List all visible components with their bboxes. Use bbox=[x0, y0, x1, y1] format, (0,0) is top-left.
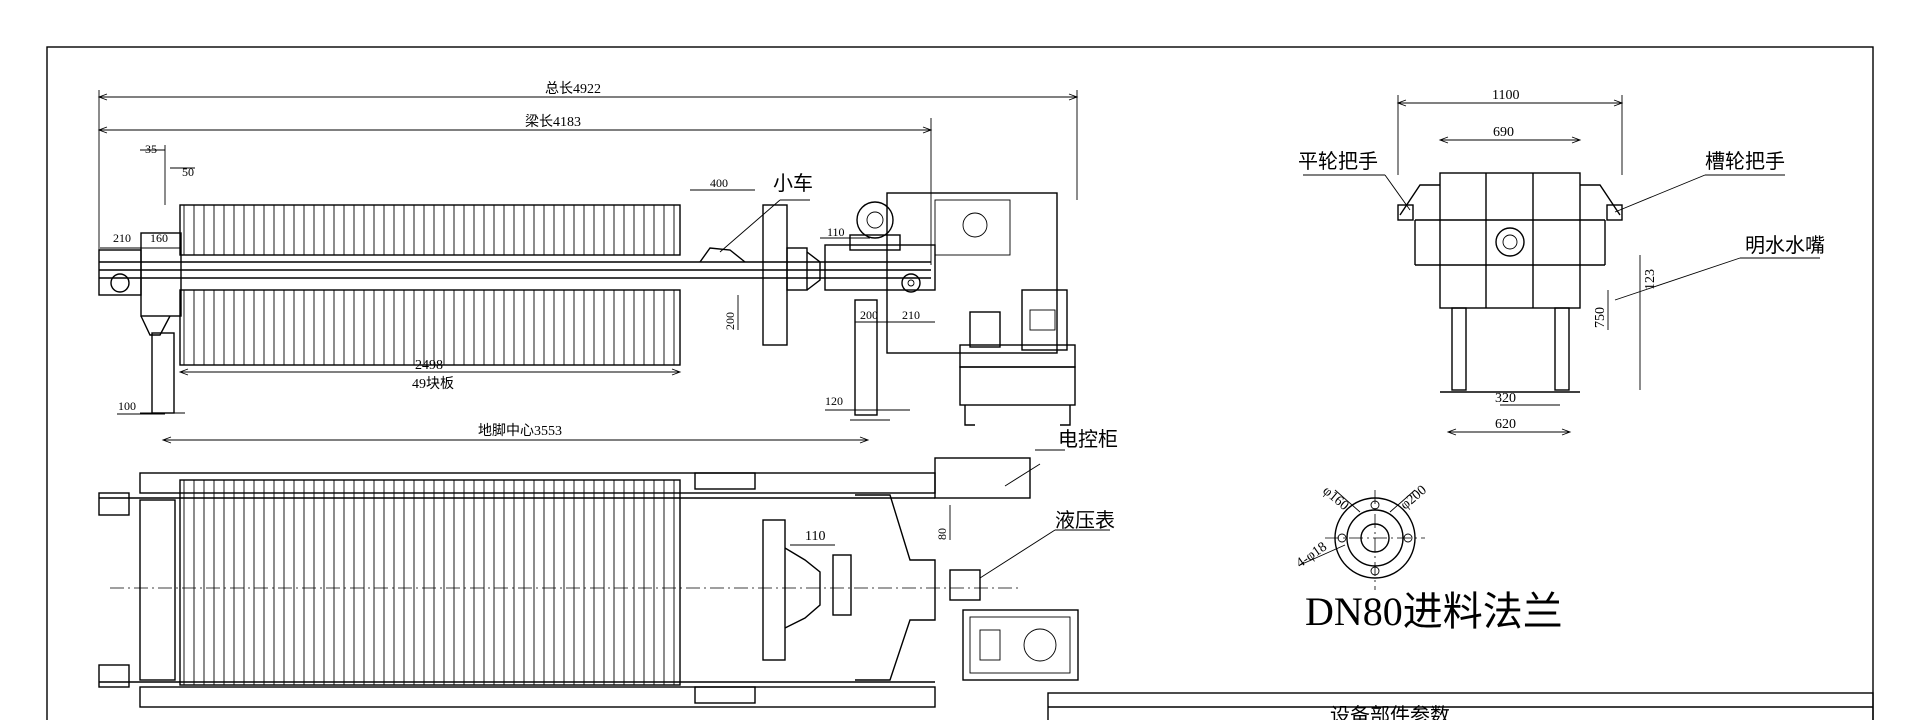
dim-holes: 4-φ18 bbox=[1294, 540, 1330, 572]
dim-80: 80 bbox=[935, 528, 949, 540]
drawing-frame bbox=[46, 46, 1874, 720]
dim-120: 120 bbox=[825, 394, 843, 408]
dim-1123: 123 bbox=[1643, 269, 1658, 290]
flange-detail: φ160 φ200 4-φ18 DN80进料法兰 bbox=[1294, 483, 1563, 634]
dim-110-plan: 110 bbox=[805, 529, 825, 544]
plan-view: 110 80 液压表 bbox=[98, 457, 1115, 708]
flange-title: DN80进料法兰 bbox=[1305, 589, 1563, 634]
dim-35: 35 bbox=[145, 142, 157, 156]
dim-200-horizontal: 200 bbox=[860, 308, 878, 322]
dim-plate-count: 49块板 bbox=[412, 376, 454, 392]
label-flat-wheel-handle: 平轮把手 bbox=[1298, 149, 1378, 173]
dim-100: 100 bbox=[118, 399, 136, 413]
label-cart: 小车 bbox=[773, 171, 813, 195]
dim-690: 690 bbox=[1493, 125, 1514, 140]
dim-110-top: 110 bbox=[827, 225, 845, 239]
dim-160: 160 bbox=[150, 231, 168, 245]
label-open-water-nozzle: 明水水嘴 bbox=[1745, 233, 1825, 257]
label-hydraulic-gauge: 液压表 bbox=[1055, 508, 1115, 532]
dim-foot-center: 地脚中心3553 bbox=[478, 423, 562, 439]
dim-400: 400 bbox=[710, 176, 728, 190]
dim-320: 320 bbox=[1495, 391, 1516, 406]
front-elevation-view: 总长4922 梁长4183 35 50 210 160 100 bbox=[97, 81, 1118, 451]
dim-phi200: φ200 bbox=[1398, 483, 1430, 513]
title-block-heading: 设备部件参数 bbox=[1330, 703, 1450, 720]
dim-750: 750 bbox=[1593, 307, 1608, 328]
dim-620: 620 bbox=[1495, 417, 1516, 432]
dim-200-vertical: 200 bbox=[723, 312, 737, 330]
dim-50: 50 bbox=[182, 165, 194, 179]
dim-beam-length: 梁长4183 bbox=[525, 114, 581, 130]
filter-plates-plan bbox=[183, 480, 675, 685]
dim-1100: 1100 bbox=[1492, 88, 1519, 103]
filter-plates-bottom bbox=[183, 290, 675, 365]
dim-210-right: 210 bbox=[902, 308, 920, 322]
dim-total-length: 总长4922 bbox=[545, 81, 601, 97]
dim-210-left: 210 bbox=[113, 231, 131, 245]
title-block: 设备部件参数 bbox=[1047, 692, 1874, 720]
side-view: 1100 690 320 620 123 750 平轮把手 bbox=[1298, 88, 1825, 436]
dim-2498: 2498 bbox=[415, 358, 443, 373]
label-groove-wheel-handle: 槽轮把手 bbox=[1705, 149, 1785, 173]
label-control-cabinet: 电控柜 bbox=[1058, 427, 1118, 451]
filter-plates-top bbox=[183, 205, 675, 255]
